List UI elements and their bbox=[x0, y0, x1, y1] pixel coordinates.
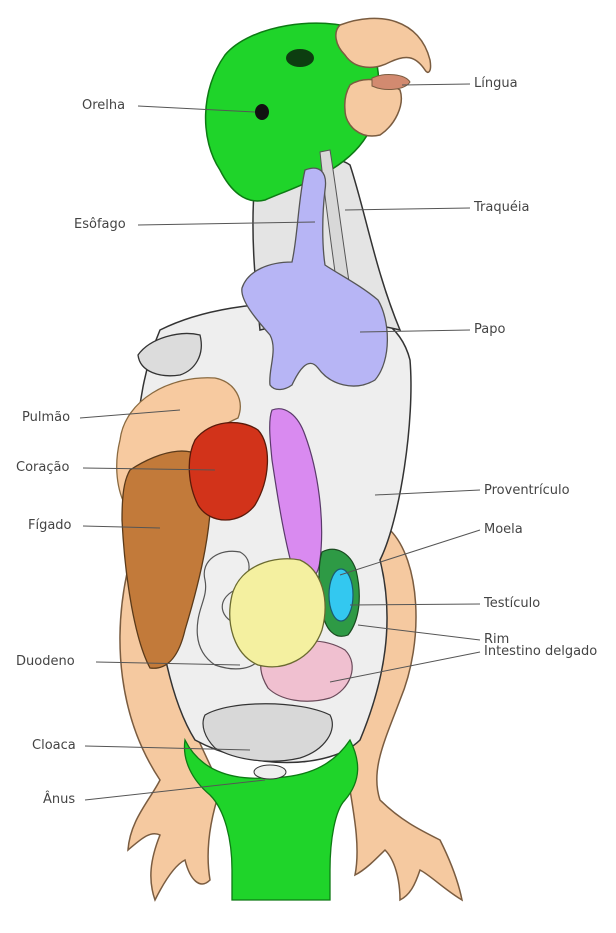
label-cloaca: Cloaca bbox=[32, 738, 76, 754]
label-lingua: Língua bbox=[474, 76, 518, 92]
label-duodeno: Duodeno bbox=[16, 654, 75, 670]
ear-hole bbox=[255, 104, 269, 120]
label-papo: Papo bbox=[474, 322, 505, 338]
label-moela: Moela bbox=[484, 522, 523, 538]
label-testiculo: Testículo bbox=[484, 596, 540, 612]
label-esofago: Esôfago bbox=[74, 217, 126, 233]
label-intestino-delgado: Intestino delgado bbox=[484, 644, 597, 660]
tongue bbox=[372, 75, 410, 90]
eye bbox=[286, 49, 314, 67]
label-coracao: Coração bbox=[16, 460, 69, 476]
testicle-shape bbox=[329, 569, 353, 621]
label-proventriculo: Proventrículo bbox=[484, 483, 570, 499]
label-pulmao: Pulmão bbox=[22, 410, 70, 426]
label-anus: Ânus bbox=[43, 792, 75, 808]
label-figado: Fígado bbox=[28, 518, 72, 534]
label-orelha: Orelha bbox=[82, 98, 125, 114]
label-traqueia: Traquéia bbox=[474, 200, 529, 216]
vent bbox=[254, 765, 286, 779]
